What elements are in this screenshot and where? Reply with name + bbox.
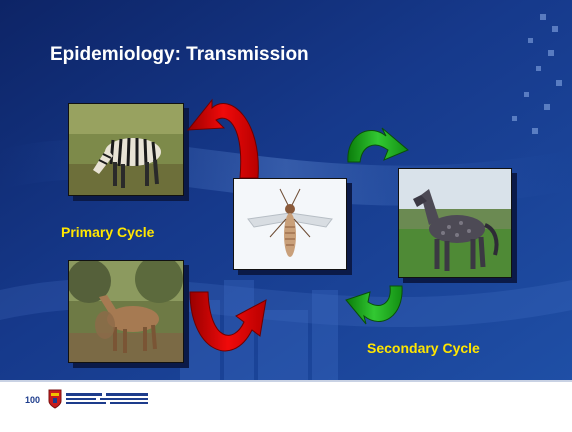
svg-text:100: 100 <box>25 395 40 405</box>
zebra-photo <box>68 103 184 196</box>
secondary-cycle-lower-arrow <box>345 285 403 325</box>
university-name-wordmark <box>66 393 148 404</box>
primary-cycle-label: Primary Cycle <box>61 224 155 240</box>
secondary-cycle-upper-arrow <box>347 127 409 163</box>
primary-cycle-upper-arrow <box>186 98 259 179</box>
donkey-photo <box>68 260 184 363</box>
midge-photo <box>233 178 347 270</box>
primary-cycle-lower-arrow <box>189 291 267 352</box>
slide-footer: 100 <box>0 382 572 432</box>
footer-divider <box>0 380 572 382</box>
secondary-cycle-label: Secondary Cycle <box>367 340 480 356</box>
university-crest-logo <box>48 389 62 409</box>
centenary-logo: 100 <box>24 392 44 406</box>
horse-photo <box>398 168 512 278</box>
slide-title: Epidemiology: Transmission <box>50 44 309 65</box>
